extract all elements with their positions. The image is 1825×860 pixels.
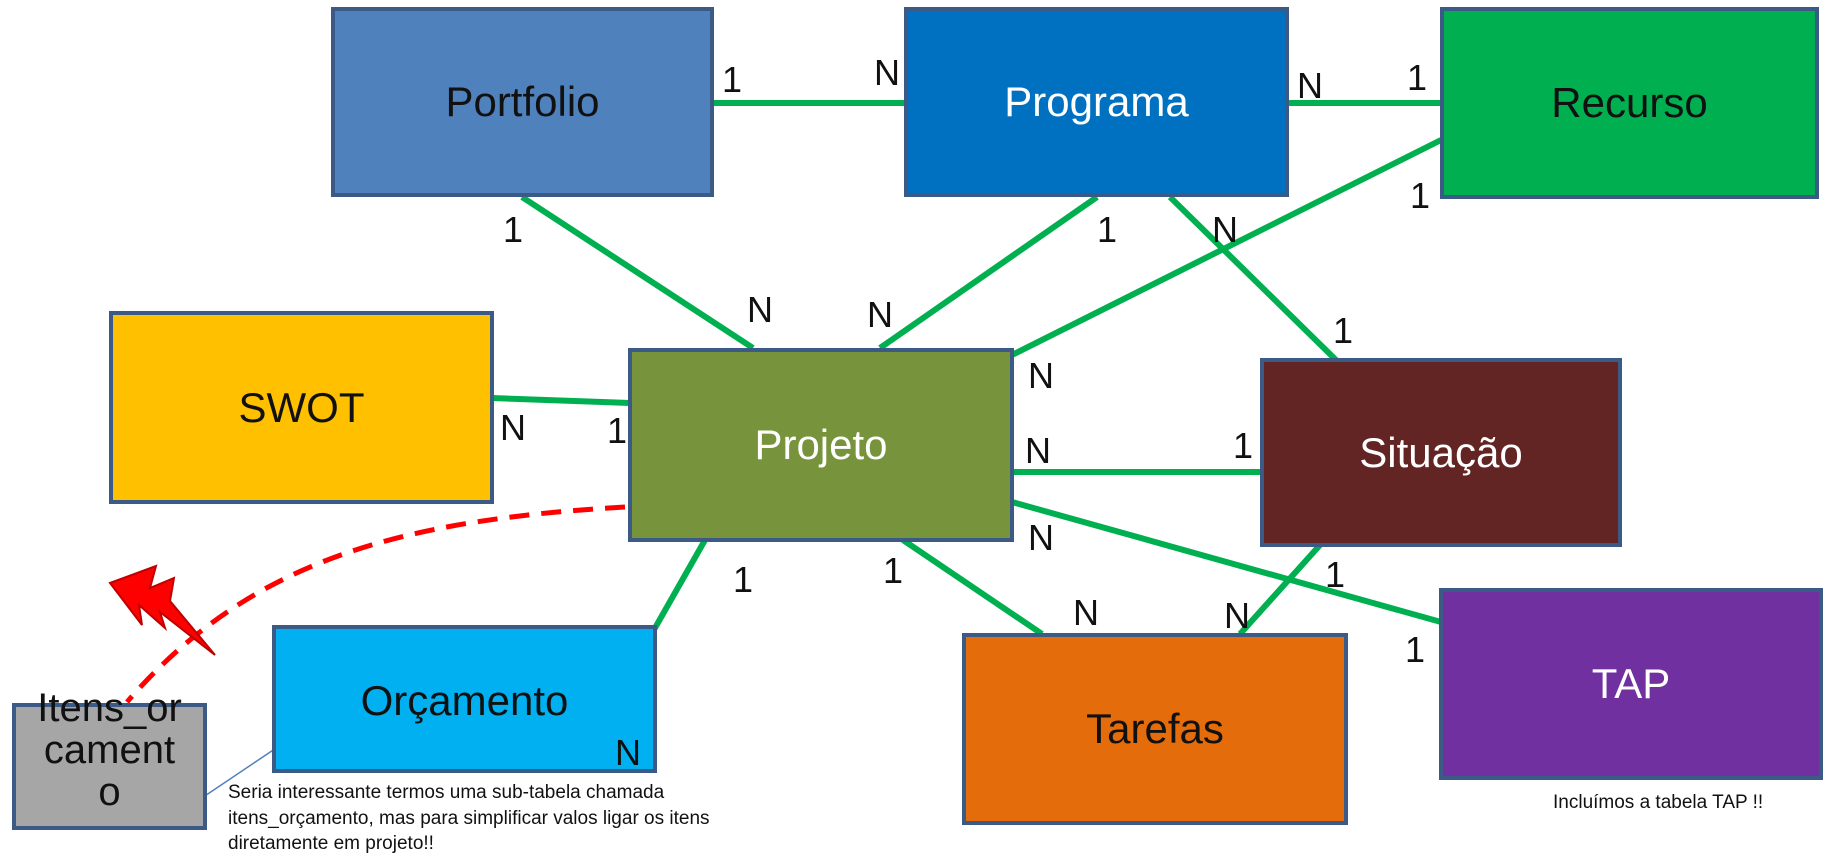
entity-label: Programa [1004,78,1189,125]
rel-projeto-tarefas [901,537,1044,637]
entity-label: SWOT [238,383,365,431]
card-recurso-projeto-to: N [1028,355,1054,396]
rel-swot-projeto [491,395,631,406]
rel-situacao-tarefas [1237,542,1323,637]
entity-label: Portfolio [445,78,600,125]
entity-recurso: Recurso [1440,7,1819,199]
note-line: Seria interessante termos uma sub-tabela… [228,782,665,803]
card-portfolio-programa-to: N [874,52,900,93]
note-tap: Incluímos a tabela TAP !! [1553,792,1764,813]
entity-projeto: Projeto [628,348,1014,542]
card-projeto-orcamento-to: N [615,732,641,773]
lightning-bolt-icon [108,564,216,656]
entity-label: TAP [1591,660,1671,707]
card-projeto-situacao-to: 1 [1233,425,1254,466]
card-projeto-situacao-from: N [1025,430,1051,471]
label-line: Itens_or [37,686,182,730]
note-line: diretamente em projeto!! [228,833,434,855]
card-programa-situacao-from: N [1212,209,1238,250]
entity-label: Orçamento [360,677,569,724]
card-programa-projeto-to: N [867,294,893,335]
rel-recurso-projeto [1010,137,1443,358]
card-portfolio-projeto-to: N [747,289,773,330]
card-recurso-projeto-from: 1 [1410,175,1431,216]
label-line: cament [43,728,176,772]
rel-portfolio-projeto [520,194,755,351]
rel-programa-projeto [878,194,1099,351]
card-projeto-tarefas-from: 1 [883,550,904,591]
card-programa-recurso-from: N [1297,65,1323,106]
entity-label: Recurso [1551,79,1708,126]
entity-portfolio: Portfolio [331,7,714,197]
rel-programa-situacao [1167,194,1339,363]
card-situacao-tarefas-to: N [1224,595,1250,636]
entity-label: Tarefas [1086,705,1224,752]
card-projeto-tarefas-to: N [1073,592,1099,633]
entity-itens-orcamento: Itens_or cament o [12,686,207,830]
card-portfolio-projeto-from: 1 [503,209,524,250]
entity-swot: SWOT [109,311,494,504]
card-swot-projeto-from: N [500,407,526,448]
card-projeto-tap-from: N [1028,517,1054,558]
label-line: o [98,770,121,814]
card-swot-projeto-to: 1 [607,410,628,451]
note-itens-orcamento: Seria interessante termos uma sub-tabela… [228,780,868,857]
card-portfolio-programa-from: 1 [722,59,743,100]
entity-label: Projeto [754,421,888,468]
entity-orcamento: Orçamento [272,625,657,773]
entity-programa: Programa [904,7,1289,197]
card-programa-projeto-from: 1 [1097,209,1118,250]
entity-tarefas: Tarefas [962,633,1348,825]
card-situacao-tarefas-from: 1 [1325,554,1346,595]
entity-label: Itens_or cament o [37,686,182,817]
card-projeto-tap-to: 1 [1405,629,1426,670]
rel-projeto-tap [1011,499,1442,625]
entity-situacao: Situação [1260,358,1622,547]
card-projeto-orcamento-from: 1 [733,559,754,600]
dashed-link-itens-projeto [125,504,626,704]
card-programa-situacao-to: 1 [1333,310,1354,351]
card-programa-recurso-to: 1 [1407,57,1428,98]
entity-tap: TAP [1439,588,1823,780]
entity-label: Situação [1359,428,1523,476]
note-line: itens_orçamento, mas para simplificar va… [228,807,710,829]
